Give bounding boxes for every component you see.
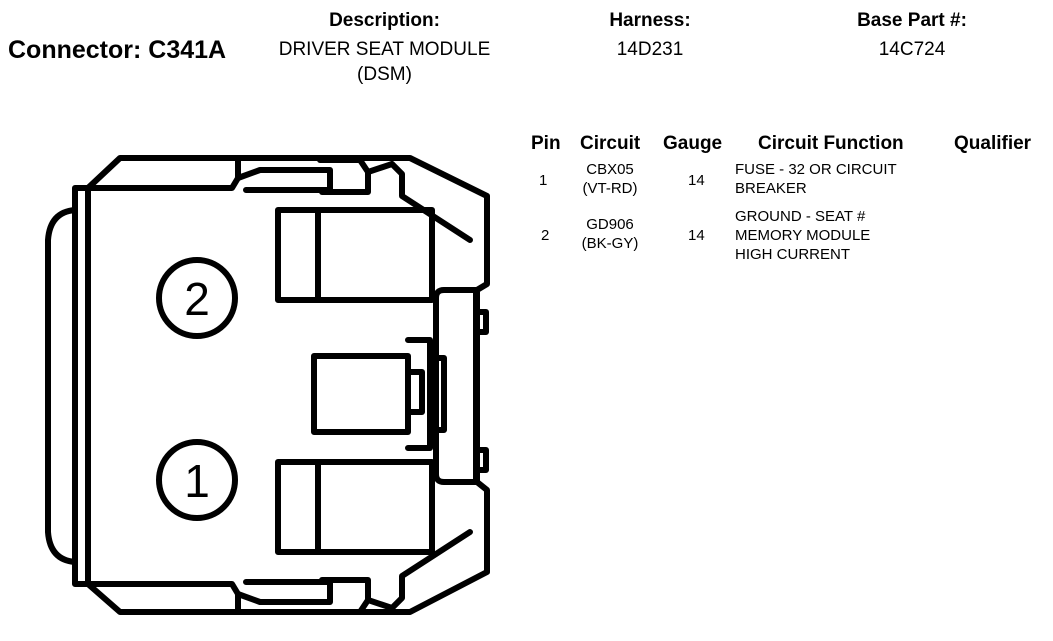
lock-rail-notch-top [473,309,489,335]
column-header-gauge: Gauge [663,133,723,154]
row-1-function-line-1: FUSE - 32 OR CIRCUIT [735,161,897,178]
base-part-label: Base Part #: [857,10,967,31]
base-part-value: 14C724 [878,39,946,60]
row-1-circuit-color: (VT-RD) [582,180,638,197]
description-value: DRIVER SEAT MODULE (DSM) [262,37,507,87]
description-line-2: (DSM) [357,64,412,85]
row-2-pin: 2 [541,227,550,244]
row-2-gauge: 14 [688,227,705,244]
cavity-2-circle [156,257,238,339]
top-chamfer [365,161,395,175]
cavity-2-number: 2 [184,273,210,325]
row-2-function: GROUND - SEAT # MEMORY MODULE HIGH CURRE… [735,207,870,264]
row-2-function-line-3: HIGH CURRENT [735,246,850,263]
row-1-function-line-2: BREAKER [735,180,807,197]
cavity-1-number: 1 [184,455,210,507]
housing-left-bulge [45,207,78,565]
row-1-gauge: 14 [688,172,705,189]
housing-inner-outline-bottom [85,581,241,615]
harness-label: Harness: [609,10,691,31]
connector-face-diagram: 2 1 [45,155,490,615]
connector-housing [72,155,490,615]
column-header-pin: Pin [531,133,561,154]
column-header-circuit: Circuit [580,133,641,154]
center-key [311,353,411,435]
row-1-pin: 1 [539,172,548,189]
bottom-right-shoulder [389,529,473,611]
row-1-function: FUSE - 32 OR CIRCUIT BREAKER [735,160,897,198]
lock-rail-notch-bottom [473,447,489,473]
top-latch [235,167,333,193]
center-key-bracket [405,337,433,451]
connector-title: Connector: C341A [8,36,227,64]
column-header-qualifier: Qualifier [954,133,1032,154]
row-2-circuit: GD906 (BK-GY) [570,215,650,253]
housing-inner-outline [85,157,241,191]
description-line-1: DRIVER SEAT MODULE [278,39,491,60]
row-2-circuit-color: (BK-GY) [581,235,639,252]
terminal-slot-2 [275,207,435,303]
row-1-circuit-code: CBX05 [586,161,634,178]
row-1-circuit: CBX05 (VT-RD) [570,160,650,198]
harness-value: 14D231 [616,39,684,60]
column-header-circuit-function: Circuit Function [758,133,904,154]
lock-rail [433,287,479,485]
row-2-function-line-2: MEMORY MODULE [735,227,871,244]
bottom-chamfer [365,597,395,611]
center-key-insert [405,369,425,415]
row-2-function-line-1: GROUND - SEAT # [735,208,866,225]
terminal-slot-1 [275,459,435,555]
cavity-1-circle [156,439,238,521]
description-label: Description: [329,10,440,31]
bottom-latch [235,579,333,605]
row-2-circuit-code: GD906 [586,216,634,233]
top-right-shoulder [389,161,473,243]
